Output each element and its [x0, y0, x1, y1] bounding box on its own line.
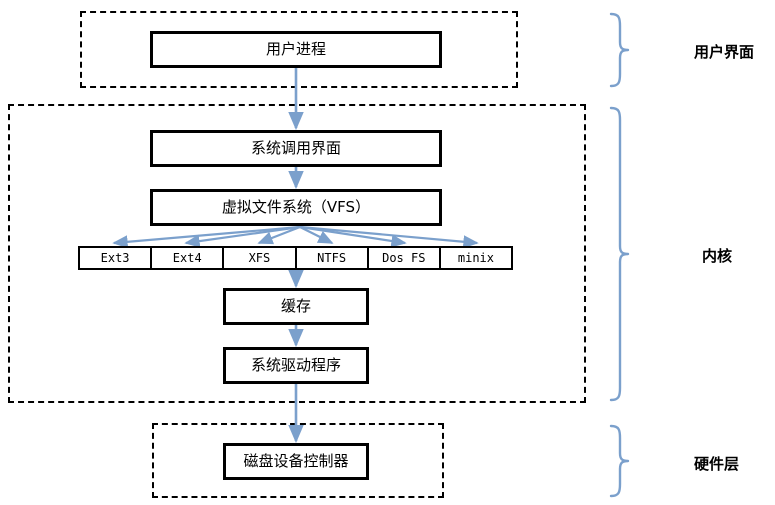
- layer-label-user-interface: 用户界面: [694, 43, 755, 61]
- node-system-driver: 系统驱动程序: [223, 347, 369, 384]
- filesystem-cell-ntfs: NTFS: [297, 248, 369, 268]
- node-disk-device-controller: 磁盘设备控制器: [223, 443, 369, 480]
- layer-box-hardware: [152, 423, 444, 498]
- filesystem-cell-dosfs: Dos FS: [369, 248, 441, 268]
- filesystem-cell-minix: minix: [457, 251, 494, 265]
- brace-kernel: [609, 106, 630, 402]
- filesystem-cell-xfs: XFS: [224, 248, 297, 268]
- filesystem-cell-ext4: Ext4: [152, 248, 225, 268]
- node-system-call-interface: 系统调用界面: [150, 130, 442, 167]
- filesystem-cell-ext3: Ext3: [80, 248, 153, 268]
- filesystem-list: Ext3 Ext4 XFS NTFS Dos FS minix: [78, 246, 513, 270]
- brace-user-interface: [609, 12, 630, 88]
- node-virtual-file-system: 虚拟文件系统（VFS）: [150, 189, 442, 226]
- layer-label-hardware: 硬件层: [694, 455, 740, 473]
- layer-label-kernel: 内核: [702, 247, 733, 265]
- node-user-process: 用户进程: [150, 31, 442, 68]
- brace-hardware: [609, 424, 630, 498]
- layer-box-user-interface: [80, 11, 518, 88]
- node-cache: 缓存: [223, 288, 369, 325]
